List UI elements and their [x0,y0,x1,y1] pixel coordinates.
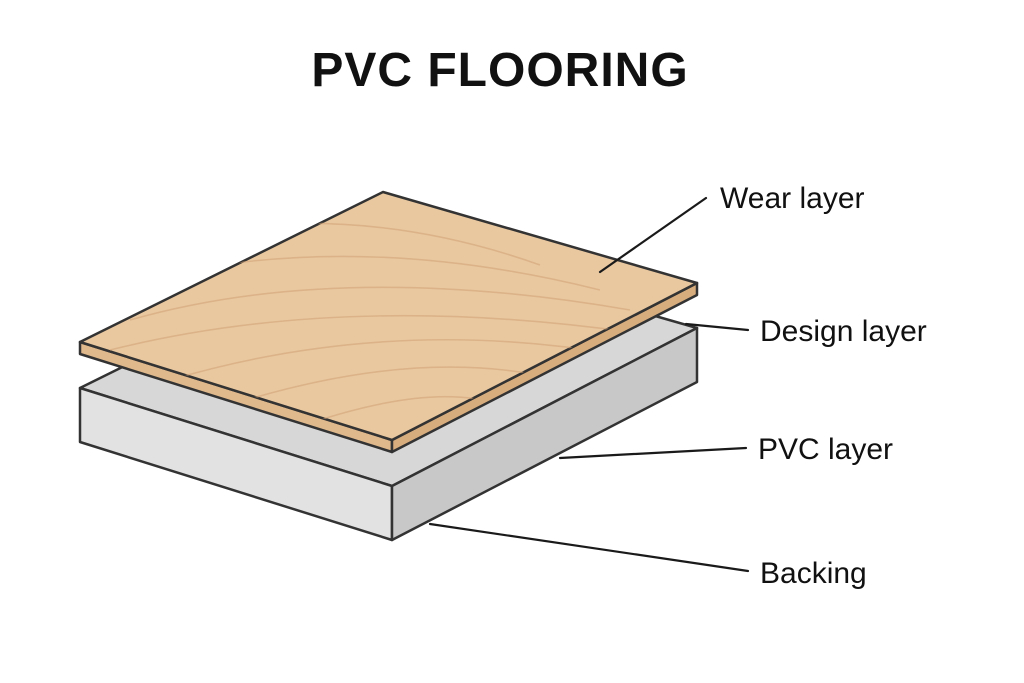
slab-right-face [390,326,699,542]
pvc-layer-label: PVC layer [758,433,893,466]
design-layer-label: Design layer [760,315,927,348]
wood-plank [78,190,699,454]
wear-layer-label: Wear layer [720,182,865,215]
page-title: PVC FLOORING [311,44,688,97]
backing-leader-line [428,522,750,573]
layer-labels: Wear layer Design layer PVC layer Backin… [720,182,927,590]
backing-label: Backing [760,557,867,590]
leader-lines [428,196,750,573]
design-layer-leader-line [684,322,750,332]
wear-layer-leader-line [598,196,708,274]
pvc-layer-leader-line [558,446,748,460]
